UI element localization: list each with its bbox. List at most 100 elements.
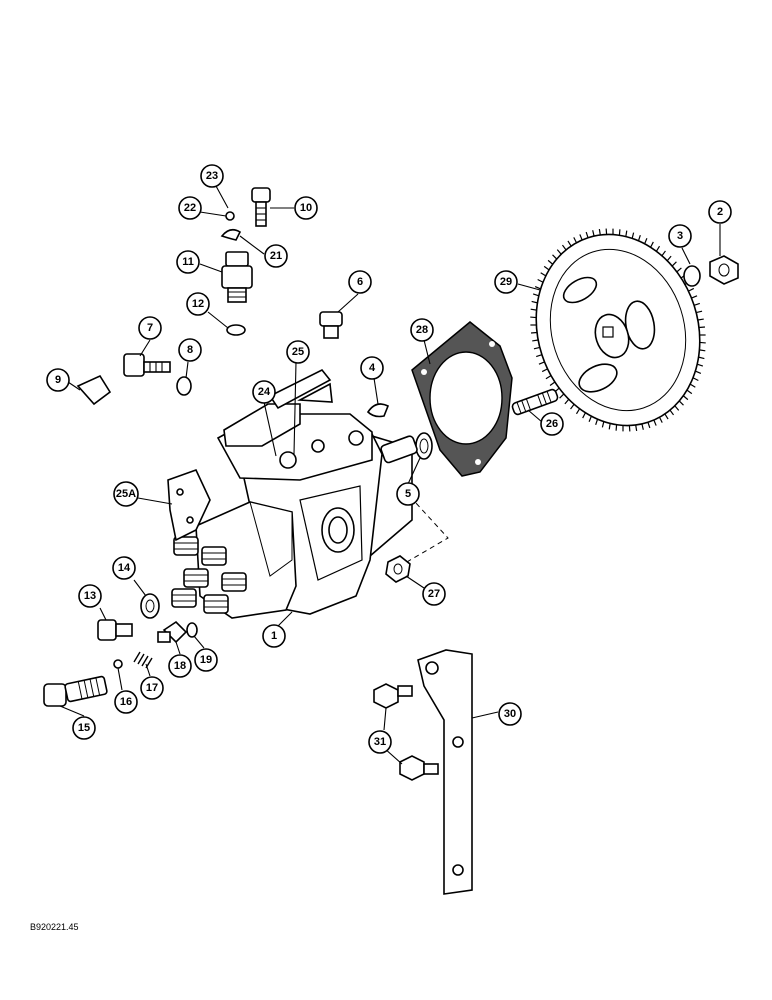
- gear-tooth: [647, 422, 651, 429]
- gear-tooth: [664, 413, 669, 420]
- gear-tooth: [655, 245, 661, 252]
- gear-tooth: [533, 346, 540, 350]
- gear-tooth: [552, 254, 558, 260]
- svg-text:28: 28: [416, 324, 428, 336]
- gear-tooth: [666, 255, 672, 262]
- svg-text:4: 4: [369, 362, 376, 374]
- callout-25A: 25A: [113, 481, 139, 507]
- gear-tooth: [653, 419, 657, 426]
- gear-tooth: [537, 278, 544, 283]
- callout-5: 5: [396, 482, 420, 506]
- svg-text:16: 16: [120, 696, 132, 708]
- gear-tooth: [686, 389, 693, 395]
- gear-tooth: [536, 354, 543, 358]
- callout-19: 19: [194, 648, 218, 672]
- terminal-clip: [220, 228, 242, 241]
- o-ring: [226, 324, 246, 336]
- svg-text:11: 11: [182, 256, 194, 268]
- gear-tooth: [582, 412, 586, 419]
- gear-tooth: [698, 356, 705, 360]
- callout-22: 22: [178, 196, 202, 220]
- gear-tooth: [688, 287, 695, 292]
- gasket: [411, 321, 513, 477]
- gear-tooth: [661, 250, 666, 257]
- callout-15: 15: [72, 716, 96, 740]
- bracket-bolt-lower: [399, 755, 439, 781]
- svg-text:7: 7: [147, 322, 153, 334]
- gear-tooth: [637, 234, 641, 242]
- svg-text:31: 31: [374, 736, 386, 748]
- gear-tooth: [592, 230, 595, 237]
- check-valve: [157, 620, 188, 644]
- gear-tooth: [530, 308, 537, 311]
- callout-14: 14: [112, 556, 136, 580]
- gear-tooth: [547, 259, 554, 265]
- delivery-valves: [171, 536, 247, 614]
- callout-28: 28: [410, 318, 434, 342]
- svg-text:18: 18: [174, 660, 186, 672]
- svg-text:29: 29: [500, 276, 512, 288]
- callout-16: 16: [114, 690, 138, 714]
- svg-text:21: 21: [270, 250, 282, 262]
- hex-nut: [385, 555, 411, 583]
- gear-tooth: [669, 409, 675, 416]
- gear-tooth: [564, 398, 570, 405]
- callout-27: 27: [422, 582, 446, 606]
- gear-tooth: [696, 363, 704, 367]
- gear-tooth: [695, 370, 702, 374]
- gear-tooth: [575, 408, 581, 415]
- gear-tooth: [641, 423, 644, 430]
- gear-tooth: [693, 302, 700, 306]
- gear-tooth: [644, 238, 648, 245]
- gear-tooth: [691, 295, 698, 299]
- callout-17: 17: [140, 676, 164, 700]
- svg-text:2: 2: [717, 206, 723, 218]
- gear-tooth: [585, 231, 589, 238]
- gear-tooth: [579, 234, 583, 241]
- callout-2: 2: [708, 200, 732, 224]
- svg-text:14: 14: [118, 562, 131, 574]
- alignment-line: [399, 489, 449, 567]
- callout-23: 23: [200, 164, 224, 188]
- drive-gear: [530, 228, 706, 432]
- gear-tooth: [697, 318, 704, 321]
- svg-text:23: 23: [206, 170, 218, 182]
- figure-code: B920221.45: [30, 922, 79, 932]
- gear-tooth: [532, 293, 540, 297]
- svg-text:8: 8: [187, 344, 193, 356]
- gear-tooth: [658, 416, 663, 423]
- gear-tooth: [671, 261, 677, 267]
- gear-tooth: [540, 272, 547, 277]
- svg-text:27: 27: [428, 588, 440, 600]
- fitting: [319, 311, 343, 339]
- gear-tooth: [595, 418, 599, 426]
- gear-tooth: [674, 405, 680, 411]
- svg-text:25: 25: [292, 346, 304, 358]
- svg-text:19: 19: [200, 654, 212, 666]
- gear-tooth: [561, 244, 567, 251]
- gear-tooth: [696, 310, 703, 314]
- pump-support-bracket: [417, 649, 473, 895]
- sealing-washer-hole: [145, 599, 155, 613]
- gear-nut: [709, 255, 739, 285]
- gear-tooth: [534, 286, 541, 290]
- callout-6: 6: [348, 270, 372, 294]
- gear-tooth: [682, 395, 689, 401]
- callout-7: 7: [138, 316, 162, 340]
- gear-tooth: [678, 400, 684, 406]
- gear-tooth: [573, 237, 578, 244]
- svg-text:15: 15: [78, 722, 90, 734]
- bracket-bolt-upper: [373, 683, 413, 709]
- callout-24: 24: [252, 380, 276, 404]
- svg-text:5: 5: [405, 488, 411, 500]
- gear-tooth: [538, 361, 545, 365]
- gear-tooth: [531, 300, 538, 304]
- callout-12: 12: [186, 292, 210, 316]
- gear-tooth: [559, 393, 565, 399]
- screw-plug: [97, 619, 133, 641]
- fuel-shutoff-solenoid: [221, 251, 253, 303]
- small-washer: [113, 659, 123, 669]
- callout-11: 11: [176, 250, 200, 274]
- lock-washer: [683, 265, 701, 287]
